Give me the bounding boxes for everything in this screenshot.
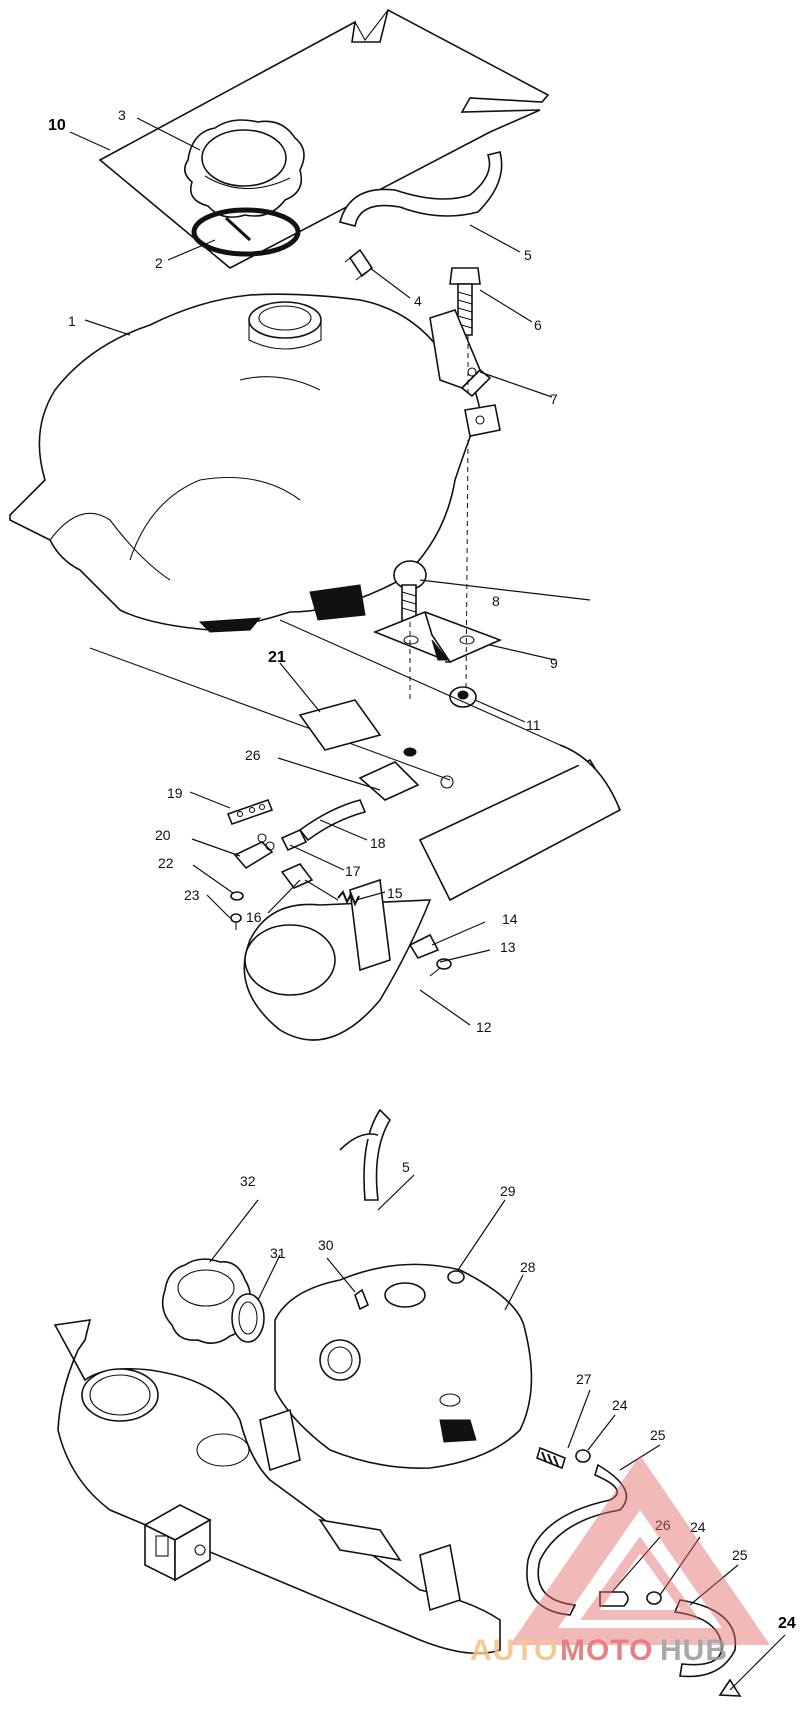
- fuel-tank: [9, 293, 501, 633]
- label-5: 5: [524, 247, 532, 263]
- label-12: 12: [476, 1019, 492, 1035]
- outlet-fitting: [536, 1446, 566, 1470]
- petcock: [280, 863, 339, 901]
- label-24-c: 24: [778, 1615, 796, 1632]
- vent-hose-upper: [339, 151, 503, 227]
- watermark-triangle-logo: [510, 1455, 770, 1645]
- label-7: 7: [550, 391, 558, 407]
- decal: [298, 699, 382, 751]
- part-labels: 10 3 2 1 5 4 6 7 8 9 11 21 26 19 18 20 1…: [48, 107, 796, 1632]
- nut: [449, 686, 477, 708]
- label-15: 15: [387, 885, 403, 901]
- label-1: 1: [68, 313, 76, 329]
- rear-frame: [53, 1319, 501, 1655]
- watermark-text-moto: MOTO: [560, 1634, 653, 1667]
- label-20: 20: [155, 827, 171, 843]
- watermark-triangle-inner: [580, 1536, 700, 1620]
- automotohub-watermark: AUTO MOTO HUB: [470, 1455, 770, 1667]
- label-30: 30: [318, 1237, 334, 1253]
- clamp: [408, 933, 440, 959]
- frame-rail: [89, 619, 561, 781]
- label-6: 6: [534, 317, 542, 333]
- mount-centerline: [465, 335, 469, 691]
- label-23: 23: [184, 887, 200, 903]
- frame-tube: [243, 744, 622, 1041]
- label-14: 14: [502, 911, 518, 927]
- label-2: 2: [155, 255, 163, 271]
- frame-hole: [403, 747, 417, 757]
- valve-plate: [226, 798, 274, 826]
- label-24-b: 24: [690, 1519, 706, 1535]
- label-17: 17: [345, 863, 361, 879]
- label-25-b: 25: [732, 1547, 748, 1563]
- label-26-upper: 26: [245, 747, 261, 763]
- oil-tank: [274, 1263, 533, 1469]
- label-3: 3: [118, 107, 126, 123]
- valve-fitting: [280, 828, 308, 852]
- vent-hose-lower: [339, 1108, 392, 1201]
- label-25-a: 25: [650, 1427, 666, 1443]
- hose-clamp-2: [646, 1591, 662, 1605]
- hose-clamp-1: [575, 1449, 591, 1463]
- tank-bracket-lower: [372, 611, 503, 663]
- fuel-valve: [358, 761, 454, 801]
- hose-connector: [599, 1591, 629, 1607]
- hose-clamp-3: [718, 1678, 742, 1697]
- oil-cap-gasket: [231, 1293, 265, 1343]
- washer: [230, 891, 244, 901]
- label-31: 31: [270, 1245, 286, 1261]
- label-24-a: 24: [612, 1397, 628, 1413]
- tank-bracket-upper: [429, 309, 492, 398]
- cap-gasket: [191, 207, 301, 257]
- label-11: 11: [526, 717, 541, 733]
- label-16: 16: [246, 909, 262, 925]
- leader-lines: [69, 117, 786, 1691]
- label-10: 10: [48, 117, 66, 134]
- heat-shield-plate: [98, 8, 550, 269]
- label-32: 32: [240, 1173, 256, 1189]
- watermark-text-hub: HUB: [660, 1634, 728, 1667]
- label-21: 21: [268, 649, 286, 666]
- grommet: [447, 1270, 465, 1284]
- label-9: 9: [550, 655, 558, 671]
- spring: [337, 890, 360, 907]
- bracket-bolt: [393, 560, 427, 623]
- label-18: 18: [370, 835, 386, 851]
- label-19: 19: [167, 785, 183, 801]
- label-29: 29: [500, 1183, 516, 1199]
- valve-lever: [233, 833, 275, 870]
- tank-bolt: [449, 267, 481, 336]
- tank-vent-fitting: [354, 1288, 370, 1311]
- label-27: 27: [576, 1371, 592, 1387]
- label-22: 22: [158, 855, 174, 871]
- label-4: 4: [414, 293, 422, 309]
- filler-cap: [184, 119, 305, 218]
- small-screw: [230, 913, 242, 930]
- label-8: 8: [492, 593, 500, 609]
- label-26-lower: 26: [655, 1517, 671, 1533]
- oil-hose: [526, 1463, 737, 1678]
- watermark-text-auto: AUTO: [470, 1634, 558, 1667]
- vent-fitting: [344, 248, 374, 281]
- label-28: 28: [520, 1259, 536, 1275]
- label-13: 13: [500, 939, 516, 955]
- fuel-line: [298, 799, 367, 842]
- label-5-lower: 5: [402, 1159, 410, 1175]
